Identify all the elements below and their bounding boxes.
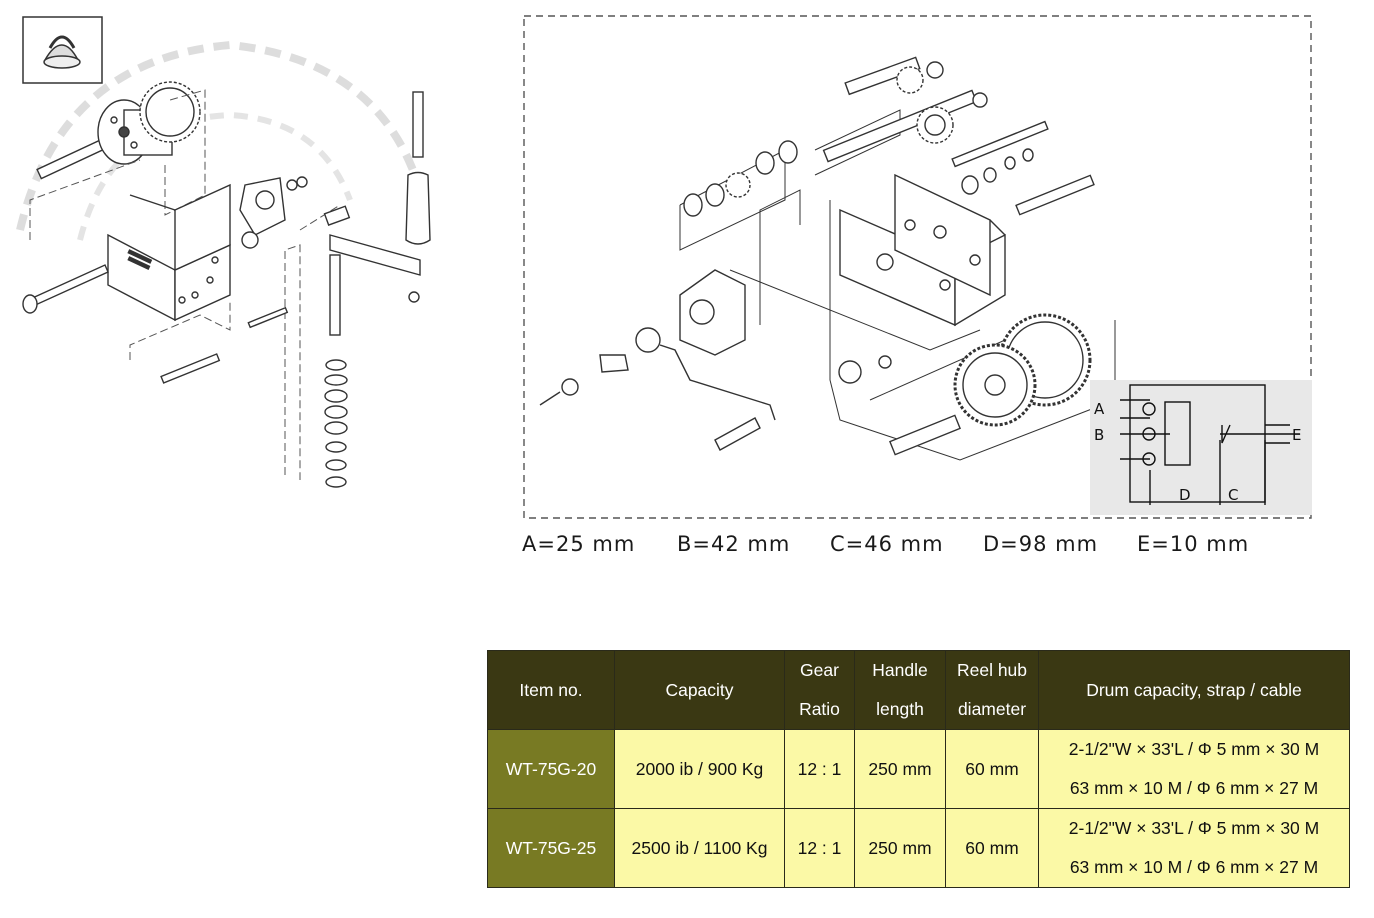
long-bolt	[22, 264, 109, 314]
dimension-a: A=25 mm	[522, 532, 636, 556]
inset-label-d: D	[1179, 486, 1191, 504]
cell-capacity: 2500 ib / 1100 Kg	[614, 808, 785, 888]
winch-exploded-diagram-left	[16, 16, 431, 488]
dimension-e: E=10 mm	[1137, 532, 1250, 556]
cell-handle-length: 250 mm	[854, 808, 946, 888]
cell-drum-line1: 2-1/2"W × 33'L / Φ 5 mm × 30 M	[1068, 818, 1320, 838]
header-handle-line2: length	[876, 699, 924, 719]
spec-table: Item no. Capacity Gear Ratio Handle leng…	[487, 650, 1350, 888]
crank-handle	[323, 91, 431, 336]
header-reel-hub-diameter: Reel hub diameter	[945, 650, 1039, 730]
cell-item-no: WT-75G-20	[487, 729, 615, 809]
cell-reel-hub: 60 mm	[945, 729, 1039, 809]
table-row: WT-75G-25 2500 ib / 1100 Kg 12 : 1 250 m…	[487, 808, 1350, 888]
cell-drum-capacity: 2-1/2"W × 33'L / Φ 5 mm × 30 M 63 mm × 1…	[1038, 808, 1350, 888]
header-item-no: Item no.	[487, 650, 615, 730]
cell-drum-line2: 63 mm × 10 M / Φ 6 mm × 27 M	[1069, 778, 1319, 798]
dimension-legend: A=25 mm B=42 mm C=46 mm D=98 mm E=10 mm	[522, 532, 1282, 562]
dimension-c: C=46 mm	[830, 532, 944, 556]
washer-stack	[324, 359, 348, 488]
header-handle-length: Handle length	[854, 650, 946, 730]
cell-drum-line1: 2-1/2"W × 33'L / Φ 5 mm × 30 M	[1068, 739, 1320, 759]
gear-shaft	[822, 56, 1095, 216]
table-header-row: Item no. Capacity Gear Ratio Handle leng…	[487, 650, 1350, 730]
cell-reel-hub: 60 mm	[945, 808, 1039, 888]
cell-gear-ratio: 12 : 1	[784, 808, 855, 888]
winch-exploded-diagram-right: A B D C E	[523, 15, 1312, 519]
table-row: WT-75G-20 2000 ib / 900 Kg 12 : 1 250 mm…	[487, 729, 1350, 809]
mounting-dimension-inset: A B D C E	[1090, 380, 1312, 515]
inset-label-e: E	[1292, 426, 1301, 444]
drum-assembly	[36, 81, 201, 180]
header-handle-line1: Handle	[872, 660, 928, 680]
header-capacity: Capacity	[614, 650, 785, 730]
inset-label-a: A	[1094, 400, 1105, 418]
inset-label-b: B	[1094, 426, 1104, 444]
cell-handle-length: 250 mm	[854, 729, 946, 809]
washer-set	[683, 140, 1034, 217]
pawl-housing	[239, 176, 308, 249]
cell-capacity: 2000 ib / 900 Kg	[614, 729, 785, 809]
drum-gears	[838, 313, 1092, 456]
header-gear-ratio-line1: Gear	[800, 660, 839, 680]
cell-drum-line2: 63 mm × 10 M / Φ 6 mm × 27 M	[1069, 857, 1319, 877]
side-plates	[839, 173, 1006, 327]
header-gear-ratio-line2: Ratio	[799, 699, 840, 719]
header-gear-ratio: Gear Ratio	[784, 650, 855, 730]
inset-label-c: C	[1228, 486, 1238, 504]
dimension-b: B=42 mm	[677, 532, 791, 556]
gear-housing-and-crank	[539, 269, 776, 451]
cell-item-no: WT-75G-25	[487, 808, 615, 888]
mounting-bracket	[107, 183, 231, 322]
header-reel-line2: diameter	[957, 699, 1027, 719]
cell-gear-ratio: 12 : 1	[784, 729, 855, 809]
header-drum-capacity: Drum capacity, strap / cable	[1038, 650, 1350, 730]
cell-drum-capacity: 2-1/2"W × 33'L / Φ 5 mm × 30 M 63 mm × 1…	[1038, 729, 1350, 809]
dimension-d: D=98 mm	[983, 532, 1099, 556]
header-reel-line1: Reel hub	[956, 660, 1028, 680]
mounting-ring-icon	[22, 16, 103, 84]
